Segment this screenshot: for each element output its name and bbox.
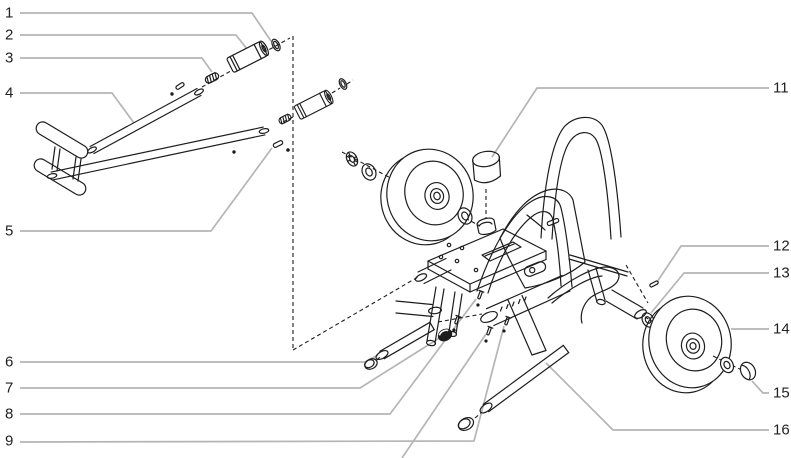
callout-13: 13 bbox=[773, 264, 790, 282]
front-leg-tube bbox=[364, 289, 512, 370]
callout-1: 1 bbox=[5, 4, 14, 22]
spring-button-pin bbox=[272, 140, 290, 152]
right-wheel-assembly bbox=[625, 264, 757, 394]
leader-11 bbox=[491, 87, 769, 158]
leader-9 bbox=[19, 325, 505, 443]
leader-10-cropped bbox=[401, 333, 487, 458]
assembly-axis-lines bbox=[292, 36, 419, 351]
handle-grip bbox=[293, 89, 334, 120]
callout-9: 9 bbox=[5, 432, 14, 450]
leader-3 bbox=[20, 57, 213, 73]
cart-frame bbox=[395, 116, 647, 356]
left-wheel-assembly bbox=[341, 148, 481, 246]
leader-15 bbox=[751, 380, 769, 394]
leg-cap bbox=[364, 358, 378, 370]
callout-3: 3 bbox=[5, 49, 14, 67]
callout-15: 15 bbox=[773, 384, 790, 402]
grip-assembly-upper bbox=[201, 37, 291, 88]
saddle-bracket bbox=[476, 217, 497, 236]
screws bbox=[452, 289, 512, 343]
coil-pin bbox=[204, 72, 220, 85]
handle-weldment bbox=[33, 82, 270, 196]
leader-12 bbox=[656, 245, 769, 283]
rear-leg-tube bbox=[457, 344, 570, 432]
callout-2: 2 bbox=[5, 26, 14, 44]
cap-item-11 bbox=[472, 150, 502, 218]
callout-5: 5 bbox=[5, 222, 14, 240]
grip-assembly-lower bbox=[278, 78, 354, 125]
leader-5 bbox=[20, 147, 273, 232]
leader-6 bbox=[20, 354, 379, 363]
cap-nut bbox=[739, 361, 757, 381]
leader-13 bbox=[650, 272, 769, 314]
lock-washer bbox=[345, 151, 359, 167]
retaining-ring bbox=[338, 78, 348, 90]
leader-4 bbox=[20, 92, 135, 124]
leader-7 bbox=[20, 336, 442, 389]
leader-lines bbox=[19, 12, 769, 458]
coil-pin bbox=[278, 113, 292, 125]
leader-16 bbox=[545, 362, 769, 431]
callout-4: 4 bbox=[5, 84, 14, 102]
drive-pin bbox=[649, 280, 659, 288]
tube-plug bbox=[437, 328, 453, 342]
wheel bbox=[642, 295, 732, 394]
leader-1 bbox=[20, 12, 272, 42]
callout-14: 14 bbox=[773, 320, 790, 338]
callout-8: 8 bbox=[5, 405, 14, 423]
leader-2 bbox=[20, 34, 248, 50]
callout-16: 16 bbox=[773, 421, 790, 439]
callout-11: 11 bbox=[773, 79, 789, 97]
retaining-ring bbox=[271, 38, 281, 52]
washer bbox=[457, 207, 473, 225]
callout-12: 12 bbox=[773, 237, 790, 255]
leader-8 bbox=[20, 298, 477, 415]
callout-7: 7 bbox=[5, 379, 14, 397]
callout-6: 6 bbox=[5, 353, 14, 371]
wheel bbox=[380, 148, 474, 246]
washer bbox=[361, 163, 377, 181]
leg-cap bbox=[457, 416, 475, 432]
washer bbox=[719, 356, 735, 374]
handle-grip bbox=[226, 40, 270, 73]
